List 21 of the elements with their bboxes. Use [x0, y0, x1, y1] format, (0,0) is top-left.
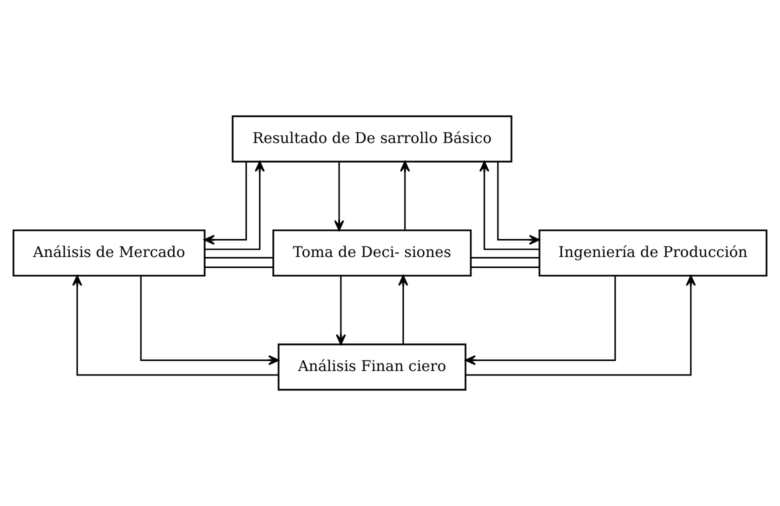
arrow: [140, 276, 280, 366]
node-box: Análisis Finan ciero: [278, 344, 466, 391]
node-box: Análisis de Mercado: [12, 229, 206, 277]
arrow: [336, 276, 346, 346]
arrow: [466, 275, 696, 376]
arrow: [398, 275, 408, 344]
node-box: Toma de Deci- siones: [272, 229, 472, 277]
node-box: Ingeniería de Producción: [538, 229, 768, 277]
arrow: [464, 276, 616, 366]
arrow: [479, 161, 540, 250]
arrow: [204, 161, 265, 250]
arrow: [400, 160, 410, 230]
connector: [204, 266, 273, 268]
arrow: [497, 162, 540, 245]
connector: [471, 257, 539, 258]
arrow: [72, 275, 278, 376]
connector: [204, 257, 273, 258]
arrow: [204, 162, 247, 245]
arrow: [334, 162, 344, 231]
node-box: Resultado de De sarrollo Básico: [232, 115, 512, 162]
connector: [471, 266, 539, 268]
